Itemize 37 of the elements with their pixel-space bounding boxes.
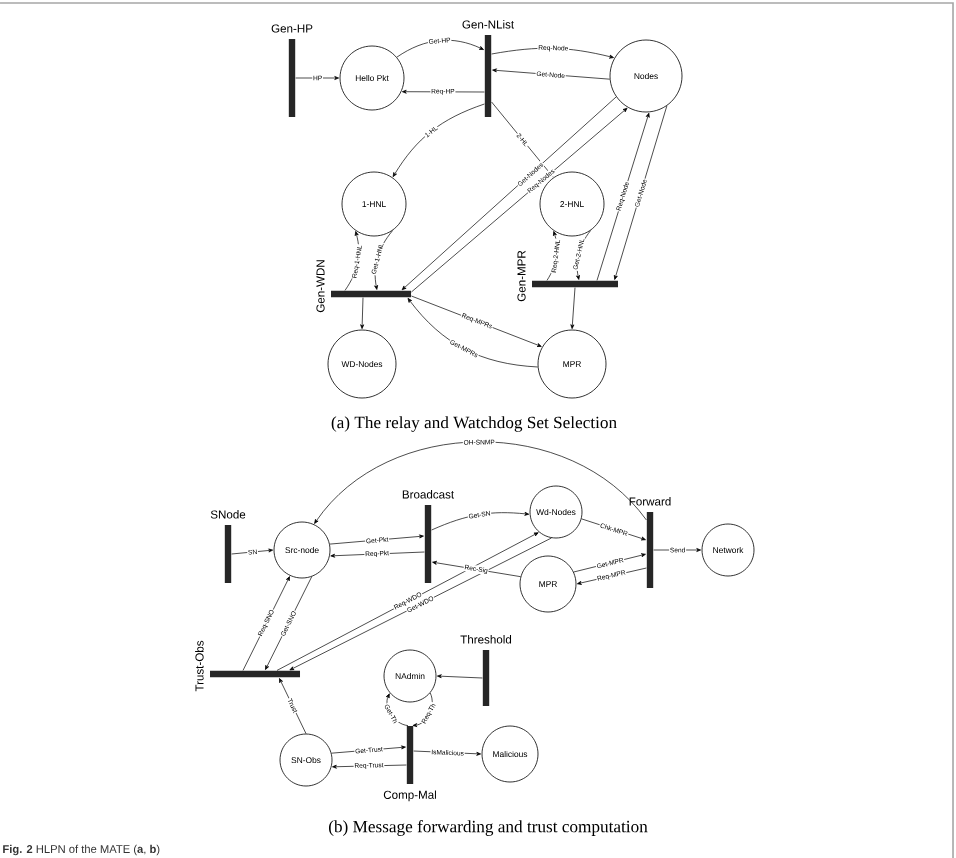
subfigure-caption: (b) Message forwarding and trust computation bbox=[329, 820, 648, 836]
arrow bbox=[653, 548, 701, 552]
arrow bbox=[413, 750, 482, 756]
arrow bbox=[385, 693, 409, 726]
arrow bbox=[265, 576, 313, 670]
arrow bbox=[279, 678, 307, 734]
arrow bbox=[374, 230, 393, 290]
arrow bbox=[329, 534, 424, 545]
arrow bbox=[401, 89, 485, 94]
arrow bbox=[581, 518, 646, 541]
arrow bbox=[613, 105, 668, 280]
arrow bbox=[396, 39, 484, 58]
arrow bbox=[295, 76, 340, 80]
arrow bbox=[330, 551, 425, 558]
arrow bbox=[437, 674, 483, 679]
arrow bbox=[332, 764, 407, 769]
arrow bbox=[596, 112, 650, 281]
arrow bbox=[546, 231, 558, 281]
arrow bbox=[492, 68, 611, 80]
subfigure-caption: (a) The relay and Watchdog Set Selection bbox=[331, 416, 617, 432]
arrow bbox=[432, 560, 521, 577]
arrow bbox=[231, 548, 274, 555]
arrow bbox=[314, 441, 647, 524]
arrow bbox=[412, 692, 433, 728]
arrow bbox=[344, 231, 360, 291]
arrow bbox=[392, 103, 485, 177]
arrow bbox=[360, 297, 365, 329]
arrow bbox=[570, 287, 576, 330]
arrow bbox=[576, 230, 591, 280]
arrow bbox=[407, 298, 539, 368]
arrow bbox=[242, 576, 290, 671]
arrow bbox=[431, 511, 530, 531]
arrow bbox=[573, 553, 646, 573]
arrow bbox=[491, 47, 614, 59]
arrow bbox=[577, 567, 647, 585]
arrow bbox=[411, 295, 542, 347]
arrow bbox=[331, 745, 406, 754]
